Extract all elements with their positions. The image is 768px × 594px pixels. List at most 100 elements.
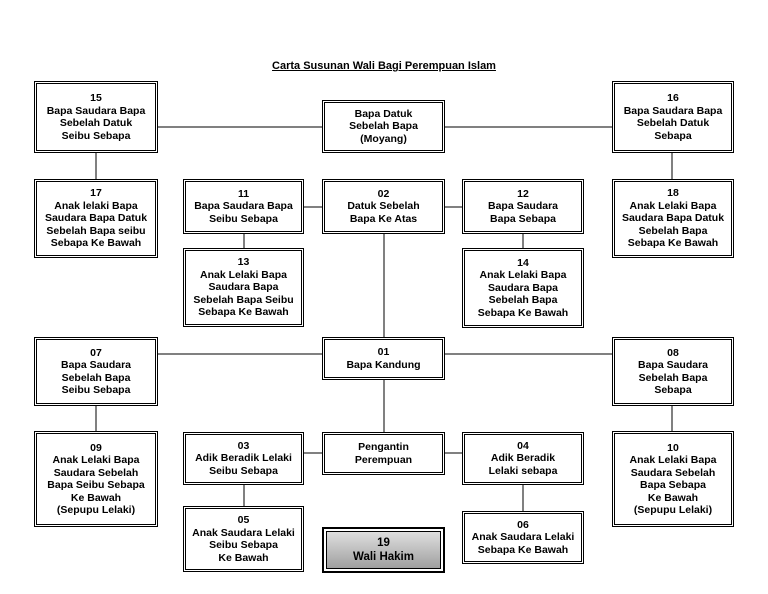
node-label-line: Sebapa Ke Bawah: [477, 306, 569, 319]
node-number: 05: [237, 514, 250, 526]
node-label-line: Bapa Saudara: [637, 359, 709, 371]
node-number: 01: [377, 346, 390, 358]
node-10-box: 10 Anak Lelaki Bapa Saudara Sebelah Bapa…: [612, 431, 734, 527]
node-01-box: 01 Bapa Kandung: [322, 337, 445, 380]
node-label-line: Sebelah Bapa: [638, 224, 708, 237]
node-number: 06: [517, 518, 529, 531]
node-label-line: Sebelah Datuk: [59, 117, 133, 129]
node-04-box: 04 Adik Beradik Lelaki sebapa: [462, 432, 584, 485]
node-label-line: Anak Saudara Lelaki: [471, 531, 575, 544]
node-label-line: Bapa Saudara: [487, 200, 559, 213]
node-label-line: Ke Bawah: [70, 491, 122, 504]
node-label-line: Seibu Sebapa: [209, 212, 278, 225]
node-12-box: 12 Bapa Saudara Bapa Sebapa: [462, 179, 584, 234]
wali-hakim-box: 19 Wali Hakim: [322, 527, 445, 573]
node-label-line: Bapa Saudara: [60, 359, 132, 371]
node-02-box: 02 Datuk Sebelah Bapa Ke Atas: [322, 179, 445, 234]
node-number: 09: [90, 441, 102, 454]
node-label-line: Seibu Sebapa: [209, 464, 278, 477]
node-label-line: Ke Bawah: [218, 551, 269, 564]
node-label-line: Seibu Sebapa: [209, 539, 278, 551]
node-label-line: Bapa Sebapa: [490, 212, 556, 225]
node-label-line: Saudara Bapa: [208, 281, 279, 294]
node-number: 12: [517, 187, 529, 200]
node-label-line: Sebapa: [654, 384, 692, 396]
node-label-line: (Sepupu Lelaki): [56, 504, 136, 516]
node-label-line: Sebelah Bapa: [638, 371, 708, 384]
node-label-line: Sebelah Bapa seibu: [46, 224, 146, 237]
node-label-line: Adik Beradik: [490, 452, 556, 465]
node-number: 04: [517, 439, 529, 452]
node-label-line: Sebapa Ke Bawah: [477, 543, 569, 556]
node-13-box: 13 Anak Lelaki Bapa Saudara Bapa Sebelah…: [183, 248, 304, 327]
node-number: 19: [377, 537, 390, 549]
node-label-line: Anak Saudara Lelaki: [192, 526, 295, 539]
node-label-line: Saudara Bapa: [487, 281, 559, 294]
node-16-box: 16 Bapa Saudara Bapa Sebelah Datuk Sebap…: [612, 81, 734, 153]
node-label-line: (Sepupu Lelaki): [633, 504, 713, 516]
node-label-line: Seibu Sebapa: [61, 384, 131, 396]
node-label-line: Wali Hakim: [353, 551, 414, 563]
node-number: 07: [90, 346, 102, 359]
chart-title: Carta Susunan Wali Bagi Perempuan Islam: [272, 60, 496, 72]
node-14-box: 14 Anak Lelaki Bapa Saudara Bapa Sebelah…: [462, 248, 584, 328]
node-label-line: Ke Bawah: [647, 491, 699, 504]
node-18-box: 18 Anak Lelaki Bapa Saudara Bapa Datuk S…: [612, 179, 734, 258]
node-label-line: Anak Lelaki Bapa: [52, 454, 140, 466]
node-label-line: Anak Lelaki Bapa: [629, 454, 717, 466]
node-label-line: (Moyang): [360, 132, 407, 145]
node-number: 02: [377, 187, 390, 200]
node-number: 13: [237, 256, 250, 269]
node-label-line: Seibu Sebapa: [61, 129, 131, 142]
node-moyang-box: Bapa Datuk Sebelah Bapa (Moyang): [322, 100, 445, 153]
node-label-line: Anak Lelaki Bapa: [629, 199, 717, 212]
node-17-box: 17 Anak lelaki Bapa Saudara Bapa Datuk S…: [34, 179, 158, 258]
node-label-line: Sebapa Ke Bawah: [50, 237, 142, 250]
node-08-box: 08 Bapa Saudara Sebelah Bapa Sebapa: [612, 337, 734, 406]
node-number: 10: [667, 441, 679, 454]
node-label-line: Bapa Saudara Bapa: [46, 104, 146, 117]
node-label-line: Bapa Saudara Bapa: [623, 104, 723, 117]
node-label-line: Sebapa Ke Bawah: [198, 306, 289, 319]
node-number: 17: [90, 187, 102, 200]
node-label-line: Datuk Sebelah: [347, 200, 420, 213]
pengantin-perempuan-box: Pengantin Perempuan: [322, 432, 445, 475]
node-label-line: Bapa Sebapa: [640, 479, 706, 491]
node-03-box: 03 Adik Beradik Lelaki Seibu Sebapa: [183, 432, 304, 485]
node-label-line: Anak Lelaki Bapa: [479, 269, 567, 282]
node-label-line: Anak Lelaki Bapa: [200, 268, 287, 281]
node-label-line: Adik Beradik Lelaki: [195, 452, 292, 465]
node-label-line: Bapa Kandung: [346, 358, 421, 371]
node-label-line: Sebapa Ke Bawah: [627, 237, 719, 250]
node-label-line: Lelaki sebapa: [488, 464, 558, 477]
node-label-line: Pengantin: [358, 441, 409, 453]
node-number: 18: [667, 187, 679, 200]
node-label-line: Bapa Datuk: [354, 107, 413, 120]
node-label-line: Saudara Sebelah: [53, 466, 139, 479]
node-06-box: 06 Anak Saudara Lelaki Sebapa Ke Bawah: [462, 511, 584, 564]
node-11-box: 11 Bapa Saudara Bapa Seibu Sebapa: [183, 179, 304, 234]
node-09-box: 09 Anak Lelaki Bapa Saudara Sebelah Bapa…: [34, 431, 158, 527]
node-label-line: Sebelah Bapa: [61, 371, 131, 384]
node-label-line: Sebapa: [654, 129, 692, 142]
node-number: 11: [237, 187, 250, 200]
node-label-line: Saudara Sebelah: [630, 466, 716, 479]
node-label-line: Sebelah Datuk: [636, 117, 710, 129]
node-number: 16: [667, 92, 679, 104]
node-number: 15: [90, 92, 102, 104]
node-label-line: Bapa Saudara Bapa: [194, 200, 293, 213]
node-15-box: 15 Bapa Saudara Bapa Sebelah Datuk Seibu…: [34, 81, 158, 153]
node-number: 03: [237, 439, 250, 452]
node-label-line: Bapa Seibu Sebapa: [47, 479, 145, 491]
node-number: 14: [517, 256, 529, 269]
node-number: 08: [667, 346, 679, 359]
node-label-line: Sebelah Bapa: [349, 120, 418, 133]
node-07-box: 07 Bapa Saudara Sebelah Bapa Seibu Sebap…: [34, 337, 158, 406]
node-label-line: Anak lelaki Bapa: [54, 199, 138, 212]
node-label-line: Perempuan: [354, 453, 413, 466]
node-label-line: Saudara Bapa Datuk: [44, 212, 148, 225]
node-05-box: 05 Anak Saudara Lelaki Seibu Sebapa Ke B…: [183, 506, 304, 572]
node-label-line: Sebelah Bapa Seibu: [193, 293, 294, 306]
node-label-line: Sebelah Bapa: [488, 294, 558, 307]
